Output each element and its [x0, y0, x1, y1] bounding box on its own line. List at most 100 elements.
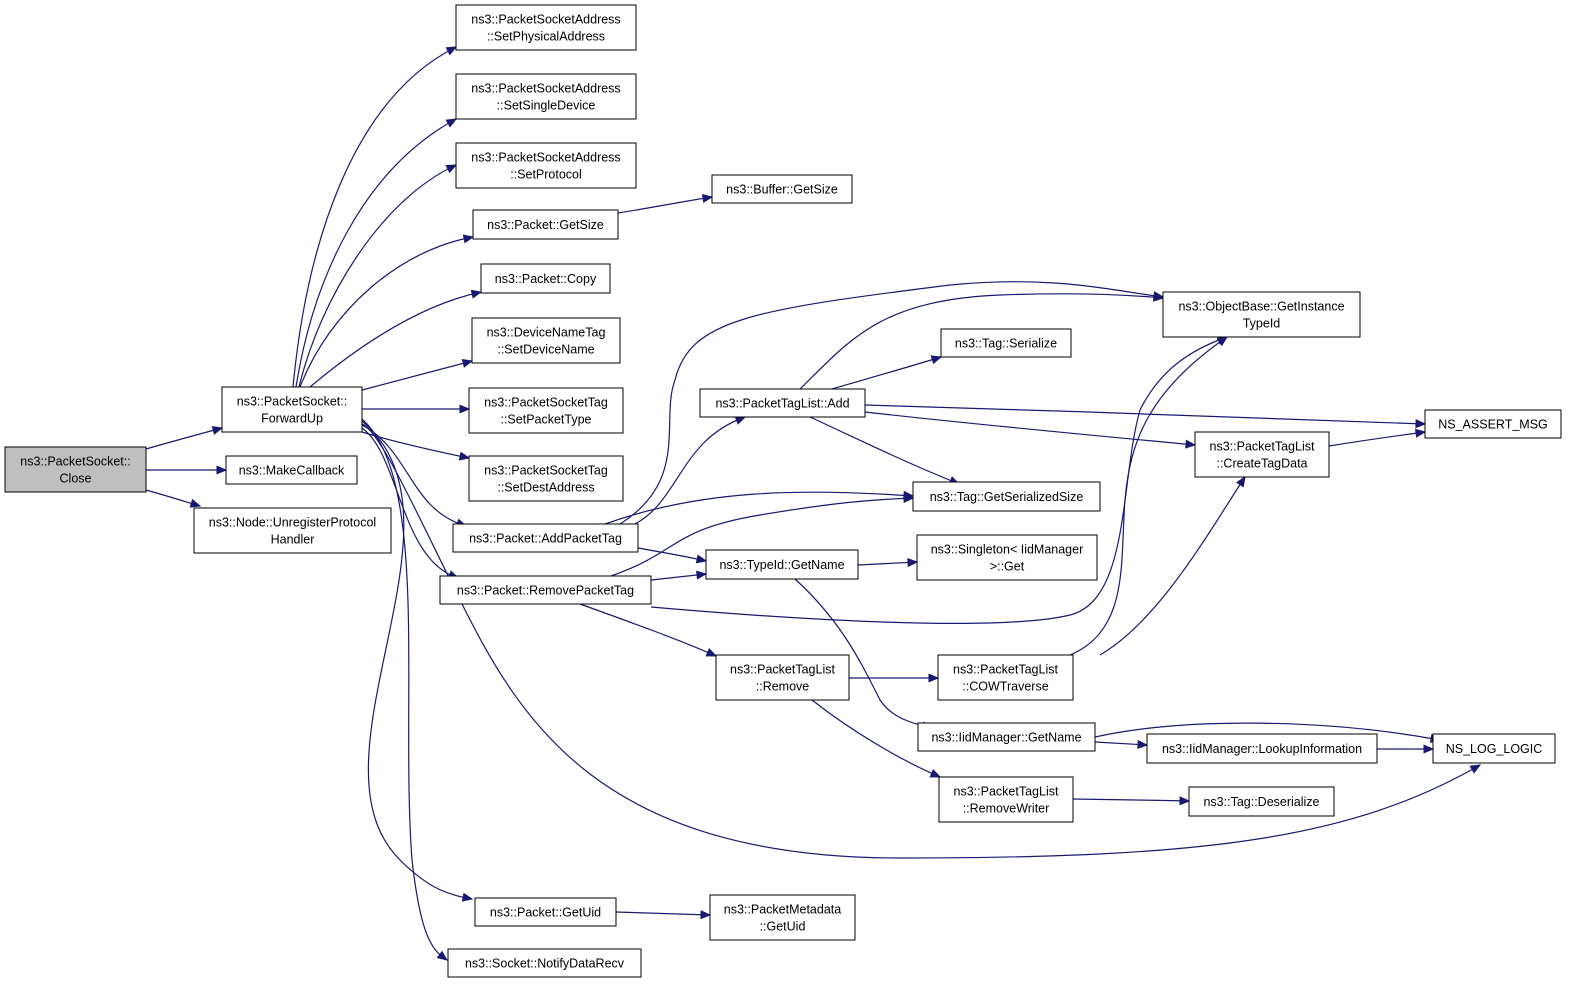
arrow-head: [701, 194, 714, 203]
node-setdestaddr[interactable]: ns3::PacketSocketTag::SetDestAddress: [468, 455, 624, 502]
edge-line: [794, 578, 933, 729]
node-label: ns3::PacketSocketAddress: [471, 151, 620, 165]
node-rempkttag[interactable]: ns3::Packet::RemovePacketTag: [439, 575, 652, 605]
node-label: ns3::PacketSocketAddress: [471, 13, 620, 27]
node-pktgetsize[interactable]: ns3::Packet::GetSize: [472, 209, 619, 240]
arrow-head: [216, 465, 228, 475]
node-label: Handler: [271, 533, 315, 547]
arrow-head: [445, 46, 458, 56]
node-label: ns3::PacketSocket::: [237, 395, 347, 409]
node-setproto[interactable]: ns3::PacketSocketAddress::SetProtocol: [455, 142, 637, 189]
edge-forwardup-to-rempkttag: [361, 427, 460, 579]
edge-remwriter-to-tagdeser: [1072, 796, 1191, 806]
node-addpkttag[interactable]: ns3::Packet::AddPacketTag: [452, 523, 639, 553]
edge-typegetname-to-iidgetname: [794, 578, 934, 731]
node-label: ns3::IidManager::GetName: [931, 731, 1081, 745]
arrow-head: [695, 554, 708, 564]
arrow-head: [462, 234, 475, 244]
node-setpkttype[interactable]: ns3::PacketSocketTag::SetPacketType: [468, 387, 624, 434]
edge-ptladd-to-createtag: [864, 411, 1197, 449]
node-getuid[interactable]: ns3::Packet::GetUid: [474, 897, 617, 927]
arrow-head: [1423, 744, 1435, 754]
node-typegetname[interactable]: ns3::TypeId::GetName: [705, 549, 859, 580]
node-cowtrav[interactable]: ns3::PacketTagList::COWTraverse: [937, 654, 1074, 701]
node-label: NS_LOG_LOGIC: [1446, 742, 1543, 756]
function-nodes: ns3::PacketSocket::Closens3::PacketSocke…: [4, 4, 1562, 978]
node-label: ns3::PacketSocketTag: [484, 464, 608, 478]
arrow-head: [1185, 439, 1197, 449]
arrow-head: [696, 570, 708, 580]
node-setsingle[interactable]: ns3::PacketSocketAddress::SetSingleDevic…: [455, 73, 637, 120]
edge-createtag-to-assertmsg: [1328, 428, 1427, 447]
edge-forwardup-to-notifydata: [361, 418, 449, 961]
edge-line: [799, 293, 1164, 390]
node-tagdeser[interactable]: ns3::Tag::Deserialize: [1188, 786, 1335, 817]
node-pktcopy[interactable]: ns3::Packet::Copy: [480, 263, 611, 294]
node-label: ns3::Packet::GetSize: [487, 218, 604, 232]
node-box: [1432, 733, 1556, 764]
edge-lookup-to-loglogic: [1376, 744, 1435, 754]
node-setphys[interactable]: ns3::PacketSocketAddress::SetPhysicalAdd…: [455, 4, 637, 51]
edge-forwardup-to-pktcopy: [309, 289, 483, 388]
node-setdevname[interactable]: ns3::DeviceNameTag::SetDeviceName: [471, 317, 621, 364]
node-ptlremove[interactable]: ns3::PacketTagList::Remove: [715, 654, 850, 701]
node-label: ns3::IidManager::LookupInformation: [1162, 742, 1362, 756]
edge-close-to-forwardup: [145, 426, 224, 450]
node-box: [938, 776, 1074, 823]
node-label: ::SetSingleDevice: [497, 99, 596, 113]
node-tagsersize[interactable]: ns3::Tag::GetSerializedSize: [912, 481, 1101, 512]
edge-line: [634, 416, 746, 525]
arrow-head: [470, 289, 483, 299]
edge-cowtrav-to-createtag: [1099, 475, 1246, 656]
node-label: ns3::PacketSocketTag: [484, 396, 608, 410]
edge-line: [1094, 722, 1441, 741]
node-label: ns3::PacketTagList::Add: [715, 397, 849, 411]
edge-rempkttag-to-tagsersize: [610, 493, 915, 577]
node-iidgetname[interactable]: ns3::IidManager::GetName: [917, 722, 1096, 752]
edge-forwardup-to-setdevname: [361, 358, 474, 391]
node-label: ns3::PacketTagList: [730, 663, 835, 677]
node-label: ns3::PacketSocket::: [20, 455, 130, 469]
node-label: ns3::TypeId::GetName: [719, 558, 844, 572]
edge-forwardup-to-setsingle: [295, 118, 458, 388]
node-makecallback[interactable]: ns3::MakeCallback: [225, 455, 358, 485]
node-metauid[interactable]: ns3::PacketMetadata::GetUid: [709, 894, 856, 941]
node-close[interactable]: ns3::PacketSocket::Close: [4, 446, 147, 493]
node-remwriter[interactable]: ns3::PacketTagList::RemoveWriter: [938, 776, 1074, 823]
node-box: [705, 549, 859, 580]
edge-line: [617, 196, 713, 214]
edge-line: [1328, 431, 1426, 447]
node-singleton[interactable]: ns3::Singleton< IidManager>::Get: [916, 534, 1098, 581]
node-label: ns3::PacketTagList: [1210, 440, 1315, 454]
edge-rempkttag-to-typegetname: [650, 570, 708, 581]
edge-line: [361, 424, 467, 527]
node-forwardup[interactable]: ns3::PacketSocket::ForwardUp: [221, 386, 363, 433]
node-box: [1146, 733, 1378, 764]
node-box: [916, 534, 1098, 581]
node-box: [709, 894, 856, 941]
node-box: [452, 523, 639, 553]
node-assertmsg[interactable]: NS_ASSERT_MSG: [1424, 409, 1562, 439]
node-box: [715, 654, 850, 701]
node-notifydata[interactable]: ns3::Socket::NotifyDataRecv: [447, 948, 642, 978]
node-box: [1188, 786, 1335, 817]
edge-cowtrav-to-getinst: [1069, 336, 1229, 656]
node-label: ns3::Socket::NotifyDataRecv: [465, 957, 625, 971]
node-lookup[interactable]: ns3::IidManager::LookupInformation: [1146, 733, 1378, 764]
node-createtag[interactable]: ns3::PacketTagList::CreateTagData: [1194, 431, 1330, 478]
node-label: ns3::PacketTagList: [953, 663, 1058, 677]
node-loglogic[interactable]: NS_LOG_LOGIC: [1432, 733, 1556, 764]
node-box: [699, 388, 866, 418]
edge-pktgetsize-to-bufgetsize: [617, 194, 714, 214]
node-tagser[interactable]: ns3::Tag::Serialize: [940, 328, 1072, 358]
node-ptladd[interactable]: ns3::PacketTagList::Add: [699, 388, 866, 418]
node-box: [455, 142, 637, 189]
edge-line: [361, 423, 1481, 859]
arrow-head: [928, 673, 940, 683]
node-label: ForwardUp: [261, 412, 323, 426]
arrow-head: [461, 892, 474, 902]
node-bufgetsize[interactable]: ns3::Buffer::GetSize: [711, 174, 853, 204]
